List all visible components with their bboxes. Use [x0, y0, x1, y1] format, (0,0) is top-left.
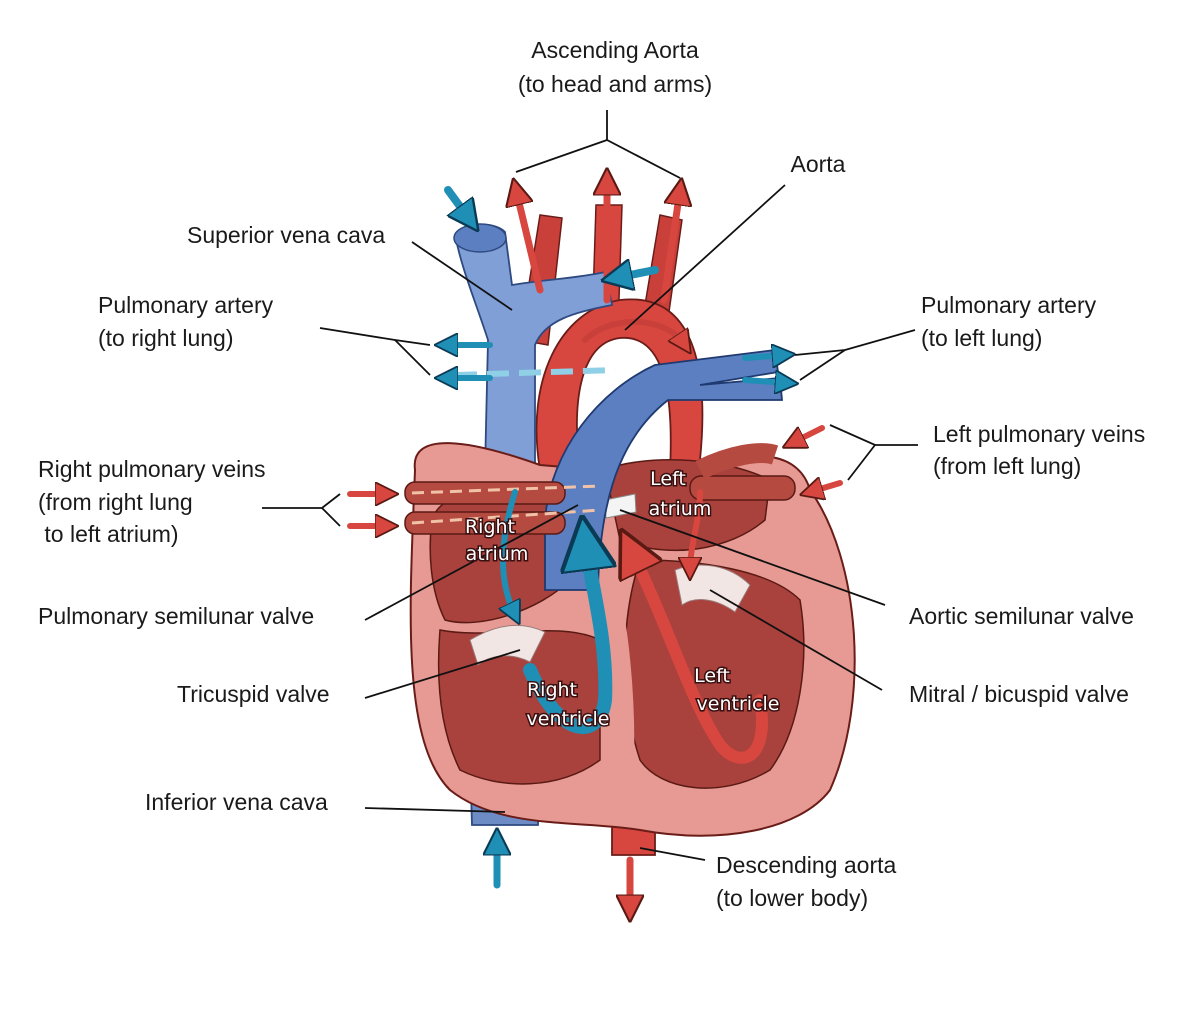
left-ventricle-label-line2: ventricle	[697, 693, 780, 715]
arrow-la-to-lv	[690, 489, 703, 570]
arrow-lpv-upper	[792, 425, 825, 443]
arrow-lpv-lower	[810, 483, 843, 492]
leader-mitral	[709, 589, 883, 691]
leader-aorta	[624, 184, 786, 331]
right-pulmonary-vein-upper	[404, 481, 566, 505]
chamber-labels: Right atrium Left atrium Right ventricle…	[463, 467, 780, 732]
label-inferior-vena-cava: Inferior vena cava	[145, 789, 328, 815]
leader-ivc	[364, 807, 506, 813]
label-pulm-artery-left-line2: (to left lung)	[921, 325, 1042, 351]
arrow-lv-to-aorta	[630, 548, 768, 764]
right-ventricle-label-line2: ventricle	[527, 708, 610, 730]
label-mitral-valve: Mitral / bicuspid valve	[909, 681, 1129, 707]
left-atrium-label-line1: Left	[650, 468, 686, 490]
leader-aortic-semilunar	[619, 509, 886, 606]
label-descending-aorta-line1: Descending aorta	[716, 852, 896, 878]
label-descending-aorta-line2: (to lower body)	[716, 885, 868, 911]
arrow-aortic-arch-flow	[582, 318, 685, 345]
label-ascending-aorta-line2: (to head and arms)	[518, 71, 712, 97]
arrow-pa-left-upper	[742, 355, 785, 358]
arrow-rv-to-pa	[523, 540, 605, 734]
label-superior-vena-cava: Superior vena cava	[187, 222, 385, 248]
right-ventricle-label-line1: Right	[527, 679, 577, 701]
label-pulm-artery-right-line1: Pulmonary artery	[98, 292, 274, 318]
left-ventricle-label-line1: Left	[694, 665, 730, 687]
arrow-ra-to-rv	[503, 489, 515, 615]
left-atrium-label-line2: atrium	[649, 498, 712, 520]
svc-opening	[453, 223, 507, 253]
label-pulm-artery-right-line2: (to right lung)	[98, 325, 234, 351]
arrow-aorta-up-right	[660, 190, 680, 304]
leader-pulm-artery-right-b	[394, 339, 431, 376]
pulmonary-trunk	[544, 348, 783, 591]
leader-right-pulm-veins	[262, 493, 341, 509]
flow-arrows	[347, 180, 843, 910]
right-atrium-label-line1: Right	[465, 516, 515, 538]
label-pulm-artery-left-line1: Pulmonary artery	[921, 292, 1097, 318]
label-left-pulm-veins-line1: Left pulmonary veins	[933, 421, 1145, 447]
arrow-aorta-up-left	[516, 190, 544, 294]
arrow-svc-in-side	[615, 270, 659, 278]
arrow-pa-left-lower	[742, 380, 788, 383]
pulmonary-artery-dash	[454, 367, 616, 378]
leader-svc	[411, 241, 513, 311]
leader-pulmonary-semilunar	[364, 504, 579, 621]
leader-pulm-artery-left	[794, 329, 916, 356]
left-pulmonary-vein-upper	[695, 443, 779, 480]
left-pulmonary-vein-lower	[689, 475, 796, 501]
leader-lines	[262, 110, 918, 861]
label-right-pulm-veins-line3: to left atrium)	[38, 521, 179, 547]
right-atrium-label-line2: atrium	[466, 543, 529, 565]
leader-ascending-aorta	[515, 139, 681, 179]
label-ascending-aorta-line1: Ascending Aorta	[531, 37, 699, 63]
label-right-pulm-veins-line2: (from right lung	[38, 489, 193, 515]
leader-left-pulm-veins-b	[847, 444, 876, 481]
label-right-pulm-veins-line1: Right pulmonary veins	[38, 456, 266, 482]
leader-descending-aorta	[639, 847, 706, 861]
aortic-arch	[535, 298, 704, 472]
label-aorta: Aorta	[791, 151, 846, 177]
label-pulmonary-semilunar-valve: Pulmonary semilunar valve	[38, 603, 314, 629]
leader-right-pulm-veins-b	[321, 507, 341, 527]
label-left-pulm-veins-line2: (from left lung)	[933, 453, 1081, 479]
leader-pulm-artery-left-b	[799, 349, 846, 381]
leader-pulm-artery-right	[319, 327, 431, 346]
label-aortic-semilunar-valve: Aortic semilunar valve	[909, 603, 1134, 629]
interventricular-septum	[587, 556, 635, 791]
outer-labels: Ascending Aorta (to head and arms) Aorta…	[38, 37, 1145, 911]
arrow-svc-in-top	[444, 186, 470, 220]
label-tricuspid-valve: Tricuspid valve	[177, 681, 330, 707]
right-pulmonary-vein-dash-upper	[411, 484, 601, 495]
leader-tricuspid	[364, 649, 521, 699]
leader-left-pulm-veins	[829, 424, 918, 446]
